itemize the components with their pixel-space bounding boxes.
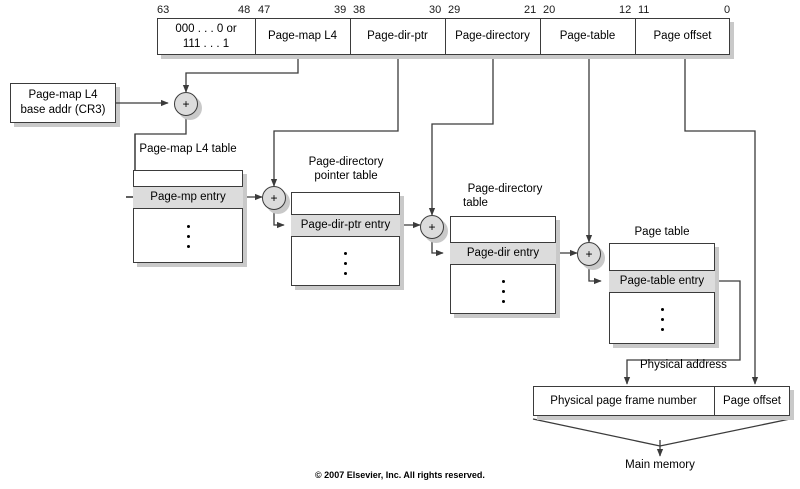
bit-label-11: 11 (638, 4, 650, 16)
physical-address-caption: Physical address (640, 359, 727, 371)
cr3-base-register-box (10, 83, 116, 123)
table-caption-page-directory-line2: table (463, 197, 488, 209)
va-field-page-directory: Page-directory (455, 30, 530, 42)
va-divider-2 (350, 18, 352, 55)
bit-label-0: 0 (724, 4, 731, 16)
table-caption-page-dir-ptr-line1: Page-directory (308, 156, 384, 168)
pd-table-entry-label: Page-dir entry (466, 247, 540, 259)
page-table-entry-label: Page-table entry (619, 275, 705, 287)
bit-label-20: 20 (543, 4, 556, 16)
pd-table-ellipsis (450, 269, 556, 313)
pdpt-entry-row (291, 214, 400, 237)
bit-label-21: 21 (524, 4, 537, 16)
l4-table-entry-row (133, 186, 243, 209)
pdpt-ellipsis (291, 241, 400, 285)
bit-label-38: 38 (353, 4, 366, 16)
table-caption-page-table: Page table (634, 226, 690, 238)
va-field-sign-ext-line1: 000 . . . 0 or (175, 22, 237, 35)
copyright-notice: © 2007 Elsevier, Inc. All rights reserve… (315, 470, 485, 480)
va-field-page-table: Page-table (559, 30, 616, 42)
bit-label-30: 30 (429, 4, 442, 16)
bit-label-48: 48 (238, 4, 251, 16)
adder-3: + (420, 215, 444, 239)
l4-table-ellipsis (133, 214, 243, 259)
table-caption-page-dir-ptr-line2: pointer table (314, 170, 378, 182)
va-field-page-dir-ptr: Page-dir-ptr (367, 30, 428, 42)
va-divider-4 (540, 18, 542, 55)
va-divider-3 (445, 18, 447, 55)
bit-label-39: 39 (334, 4, 347, 16)
physical-page-frame-number-label: Physical page frame number (550, 394, 697, 407)
pd-table-entry-row (450, 242, 556, 265)
bit-label-47: 47 (258, 4, 271, 16)
va-field-page-map-l4: Page-map L4 (267, 30, 338, 42)
physical-address-box (533, 386, 790, 416)
physical-address-divider (714, 386, 716, 416)
adder-4: + (577, 242, 601, 266)
adder-2: + (262, 186, 286, 210)
physical-address-page-offset-label: Page offset (723, 394, 781, 407)
page-dir-ptr-table (291, 192, 400, 286)
page-directory-table (450, 216, 556, 314)
va-divider-5 (635, 18, 637, 55)
pdpt-entry-label: Page-dir-ptr entry (300, 219, 391, 231)
table-caption-page-map-l4: Page-map L4 table (139, 143, 237, 155)
va-divider-1 (255, 18, 257, 55)
l4-table-entry-label: Page-mp entry (150, 191, 226, 203)
bit-label-12: 12 (619, 4, 632, 16)
bit-label-29: 29 (448, 4, 461, 16)
va-field-page-offset: Page offset (653, 30, 712, 42)
table-caption-page-directory-line1: Page-directory (467, 183, 543, 195)
virtual-address-bar (157, 18, 730, 55)
main-memory-label: Main memory (625, 459, 695, 471)
page-table-entry-row (609, 270, 715, 293)
adder-1: + (174, 92, 198, 116)
cr3-label-line2: base addr (CR3) (20, 103, 106, 116)
page-table-ellipsis (609, 297, 715, 342)
cr3-label-line1: Page-map L4 (28, 88, 98, 101)
va-field-sign-ext-line2: 111 . . . 1 (182, 37, 230, 50)
bit-label-63: 63 (157, 4, 170, 16)
page-table (609, 243, 715, 344)
